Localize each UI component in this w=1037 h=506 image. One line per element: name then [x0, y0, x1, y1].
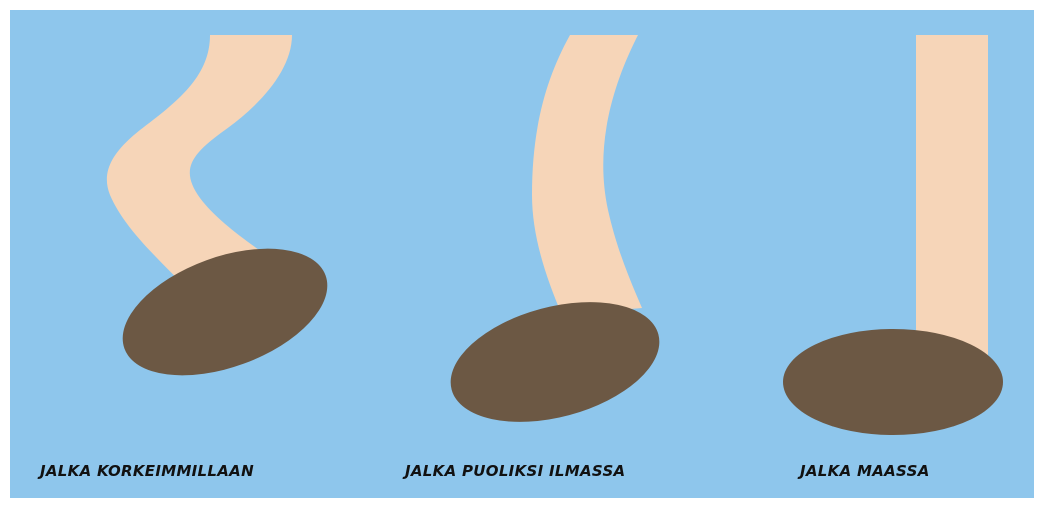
- background-panel: [10, 10, 1034, 498]
- caption-leg-half-raised: JALKA PUOLIKSI ILMASSA: [405, 462, 715, 480]
- leg-phases-diagram: [10, 10, 1034, 498]
- straight-leg: [916, 35, 988, 370]
- caption-leg-raised: JALKA KORKEIMMILLAAN: [40, 462, 330, 480]
- caption-leg-on-ground: JALKA MAASSA: [800, 462, 990, 480]
- foot: [783, 329, 1003, 435]
